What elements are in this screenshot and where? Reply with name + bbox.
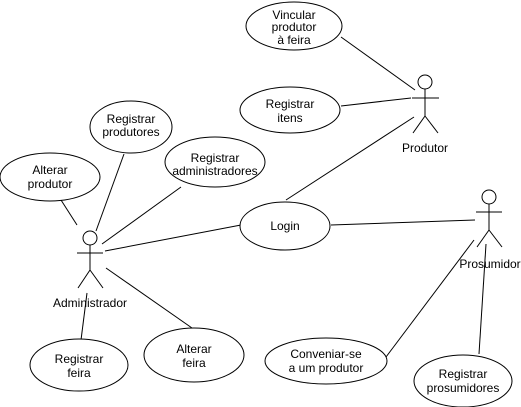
use-case-vincular-line3: à feira [277, 33, 311, 47]
use-case-registrar-administradores-line1: Registrar [191, 151, 240, 165]
assoc-registrar-feira-admin [80, 292, 88, 341]
actor-produtor: Produtor [402, 74, 448, 155]
use-case-alterar-produtor: Alterar produtor [0, 152, 101, 202]
use-case-registrar-administradores: Registrar administradores [164, 136, 266, 188]
use-case-alterar-produtor-line1: Alterar [32, 163, 67, 177]
use-case-alterar-feira-line2: feira [182, 356, 206, 370]
use-case-registrar-produtores-line1: Registrar [107, 112, 156, 126]
use-case-registrar-itens: Registrar itens [239, 86, 341, 134]
actor-administrador-head [82, 230, 98, 246]
actor-produtor-label: Produtor [402, 141, 448, 155]
actor-produtor-head [417, 74, 433, 90]
use-case-conveniar-line1: Conveniar-se [290, 347, 362, 361]
use-case-login: Login [239, 201, 331, 251]
actor-administrador: Administrador [53, 230, 127, 310]
assoc-registrar-produtores-admin [95, 153, 125, 232]
use-case-conveniar: Conveniar-se a um produtor [264, 337, 388, 385]
use-case-alterar-produtor-line2: produtor [28, 177, 73, 191]
assoc-login-produtor [285, 116, 415, 201]
use-case-registrar-prosumidores-line1: Registrar [439, 367, 488, 381]
actor-prosumidor: Prosumidor [459, 189, 521, 271]
use-case-registrar-feira: Registrar feira [29, 338, 129, 392]
use-case-registrar-feira-line2: feira [67, 366, 91, 380]
use-case-vincular-line1: Vincular [272, 8, 315, 22]
actor-prosumidor-head [481, 189, 497, 205]
actor-prosumidor-label: Prosumidor [459, 257, 520, 271]
assoc-alterar-produtor-admin [60, 199, 78, 226]
use-case-registrar-administradores-line2: administradores [172, 164, 257, 178]
use-case-registrar-produtores-line2: produtores [102, 125, 159, 139]
assoc-alterar-feira-admin [105, 267, 193, 329]
assoc-login-admin [104, 224, 242, 252]
use-case-alterar-feira: Alterar feira [143, 327, 245, 383]
use-case-registrar-prosumidores-line2: prosumidores [427, 381, 500, 395]
use-case-registrar-produtores: Registrar produtores [89, 100, 173, 154]
use-case-login-label: Login [270, 219, 299, 233]
assoc-conveniar-prosumidor [385, 239, 475, 358]
use-case-registrar-itens-line2: itens [277, 111, 302, 125]
use-case-registrar-feira-line1: Registrar [55, 352, 104, 366]
assoc-registrar-administradores-admin [101, 186, 182, 245]
assoc-login-prosumidor [330, 219, 476, 226]
use-case-registrar-itens-line1: Registrar [266, 97, 315, 111]
use-case-vincular: Vincular produtor à feira [245, 1, 343, 51]
assoc-registrar-prosumidores-prosumidor [478, 243, 487, 355]
use-case-registrar-prosumidores: Registrar prosumidores [413, 354, 513, 407]
assoc-vincular-produtor [340, 36, 416, 91]
associations [60, 36, 487, 358]
use-case-conveniar-line2: a um produtor [289, 361, 364, 375]
actor-administrador-label: Administrador [53, 296, 127, 310]
use-case-alterar-feira-line1: Alterar [176, 342, 211, 356]
assoc-registrar-itens-produtor [340, 97, 412, 107]
use-case-vincular-line2: produtor [272, 20, 317, 34]
